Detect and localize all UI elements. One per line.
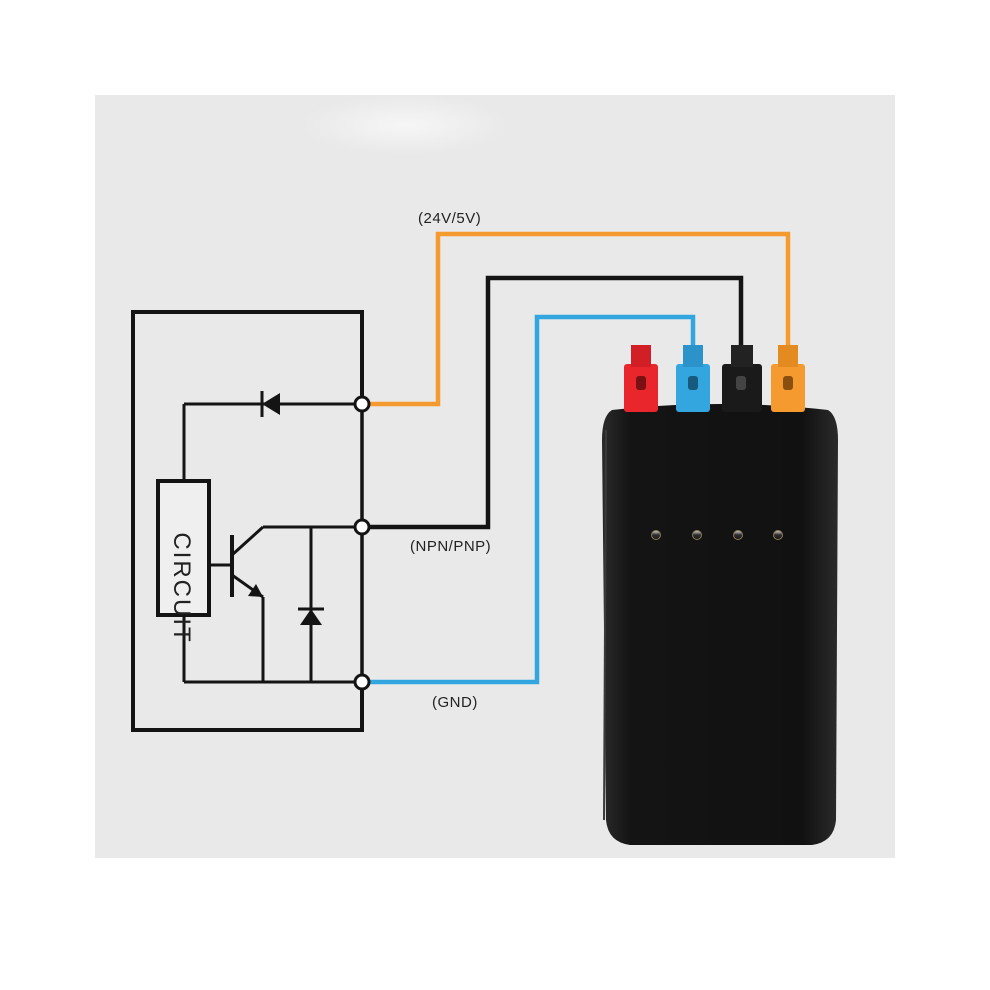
signal-wire-label: (NPN/PNP) [410, 538, 492, 555]
blue-terminal [676, 345, 710, 412]
sensor-enclosure [131, 310, 364, 732]
signal-node [353, 518, 371, 536]
light-glow [300, 95, 510, 155]
diode-icon [260, 391, 280, 417]
zener-diode-icon [298, 607, 324, 625]
circuit-block [156, 479, 211, 617]
indicator-led-2 [692, 530, 702, 540]
supply-wire-label: (24V/5V) [418, 210, 482, 227]
indicator-led-3 [733, 530, 743, 540]
supply-node [353, 395, 371, 413]
orange-terminal [771, 345, 805, 412]
circuit-block-label: CIRCUIT [168, 532, 195, 644]
ground-wire [362, 314, 696, 685]
black-terminal [722, 345, 762, 412]
indicator-led-1 [651, 530, 661, 540]
tester-device-body [602, 404, 838, 845]
device-side-edge [603, 429, 607, 821]
ground-wire-label: (GND) [432, 694, 478, 711]
signal-wire [362, 275, 744, 530]
transistor-icon [230, 525, 362, 682]
ground-node [353, 673, 371, 691]
supply-wire [362, 231, 791, 407]
red-terminal [624, 345, 658, 412]
indicator-led-4 [773, 530, 783, 540]
